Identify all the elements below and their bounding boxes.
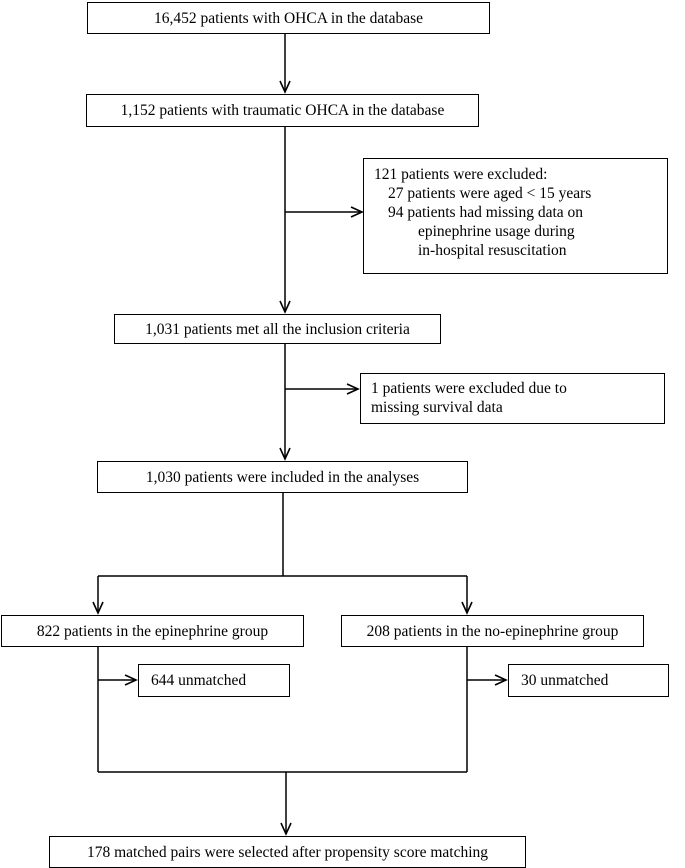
excluded-1-line-3: 94 patients had missing data on (388, 204, 584, 221)
box-no-epinephrine-group-text: 208 patients in the no-epinephrine group (366, 622, 619, 640)
box-epinephrine-unmatched-text: 644 unmatched (151, 672, 247, 689)
excluded-1-line-2: 27 patients were aged < 15 years (388, 185, 592, 202)
excluded-1-line-5: in-hospital resuscitation (418, 242, 567, 259)
box-no-epinephrine-group: 208 patients in the no-epinephrine group (341, 615, 644, 647)
excluded-2-line-1: 1 patients were excluded due to (371, 380, 567, 397)
box-excluded-age-missing: 121 patients were excluded: 27 patients … (363, 158, 668, 274)
box-traumatic-ohca: 1,152 patients with traumatic OHCA in th… (86, 94, 479, 127)
box-included-analyses-text: 1,030 patients were included in the anal… (145, 468, 420, 486)
box-traumatic-ohca-text: 1,152 patients with traumatic OHCA in th… (120, 102, 445, 119)
box-epinephrine-group: 822 patients in the epinephrine group (1, 615, 304, 647)
box-matched-pairs: 178 matched pairs were selected after pr… (49, 836, 526, 868)
box-inclusion-criteria-text: 1,031 patients met all the inclusion cri… (145, 320, 410, 338)
excluded-1-line-4: epinephrine usage during (418, 223, 575, 240)
box-included-analyses: 1,030 patients were included in the anal… (97, 461, 468, 493)
excluded-1-line-1: 121 patients were excluded: (374, 166, 548, 183)
box-excluded-survival: 1 patients were excluded due to missing … (360, 373, 665, 424)
box-epinephrine-group-text: 822 patients in the epinephrine group (36, 622, 269, 640)
box-total-ohca: 16,452 patients with OHCA in the databas… (87, 2, 490, 34)
box-matched-pairs-text: 178 matched pairs were selected after pr… (86, 843, 489, 861)
box-total-ohca-text: 16,452 patients with OHCA in the databas… (153, 9, 424, 27)
excluded-2-line-2: missing survival data (371, 399, 503, 416)
box-no-epinephrine-unmatched-text: 30 unmatched (521, 672, 609, 689)
box-no-epinephrine-unmatched: 30 unmatched (508, 664, 669, 697)
box-epinephrine-unmatched: 644 unmatched (138, 664, 290, 697)
box-inclusion-criteria: 1,031 patients met all the inclusion cri… (114, 314, 441, 344)
